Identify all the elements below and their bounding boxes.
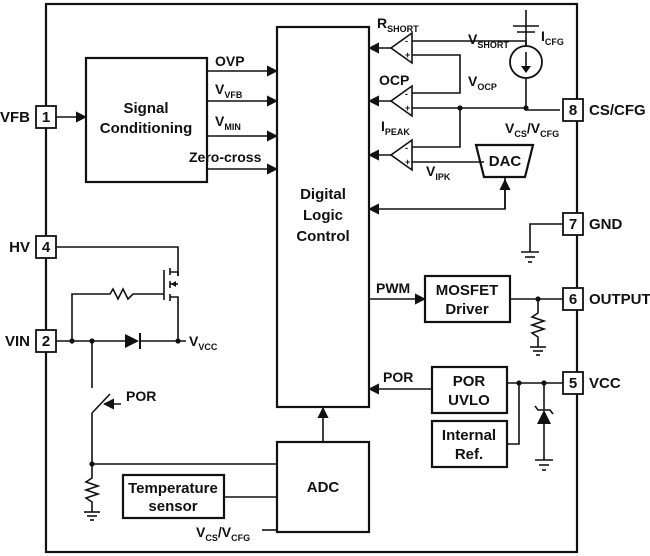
dac-block: DAC xyxy=(474,143,535,179)
mosfet-driver-line2: Driver xyxy=(445,301,489,318)
svg-text:-: - xyxy=(405,89,408,99)
pin-name: VFB xyxy=(0,109,30,126)
ocp-label: OCP xyxy=(379,72,409,88)
chip-outline xyxy=(44,2,579,554)
pin-8-cs-cfg: 8 CS/CFG xyxy=(562,98,646,122)
pwm-label: PWM xyxy=(376,280,410,296)
signal-conditioning-line2: Conditioning xyxy=(100,120,192,137)
ipeak-label: IPEAK xyxy=(381,118,410,137)
vvcc-label: VVCC xyxy=(189,333,218,352)
gate-resistor xyxy=(71,287,164,341)
svg-text:-: - xyxy=(405,143,408,153)
gnd-pin-ground xyxy=(521,223,563,263)
rshort-comparator: - + xyxy=(389,31,413,65)
icfg-label: ICFG xyxy=(541,28,564,47)
por-uvlo-line1: POR xyxy=(453,373,486,390)
pin-6-output: 6 OUTPUT xyxy=(562,287,650,311)
pin-number: 2 xyxy=(42,333,50,350)
icfg-current-source xyxy=(509,10,543,79)
signal-conditioning-block: Signal Conditioning xyxy=(84,56,209,184)
digital-logic-control-block: Digital Logic Control xyxy=(275,25,371,409)
pin-name: VCC xyxy=(589,375,621,392)
vfb-signal-label: VVFB xyxy=(215,81,243,100)
dac-label: DAC xyxy=(489,153,522,170)
vcs-vcfg-bottom-label: VCS/VCFG xyxy=(196,524,250,543)
pin-number: 1 xyxy=(42,109,50,126)
pin-number: 4 xyxy=(42,239,51,256)
pin-2-vin: 2 VIN xyxy=(5,329,57,353)
internal-ref-line2: Ref. xyxy=(455,446,483,463)
ocp-comparator: - + xyxy=(389,84,413,118)
vocp-ref-wire xyxy=(412,54,461,94)
temperature-sensor-line2: sensor xyxy=(148,498,197,515)
digital-logic-line1: Digital xyxy=(300,186,346,203)
pin-number: 5 xyxy=(569,375,577,392)
pin-4-hv: 4 HV xyxy=(9,235,57,259)
vipk-label: VIPK xyxy=(426,163,451,182)
vocp-label: VOCP xyxy=(468,73,497,92)
digital-logic-line2: Logic xyxy=(303,207,343,224)
pin-name: GND xyxy=(589,216,623,233)
pin-name: CS/CFG xyxy=(589,102,646,119)
por-uvlo-block: POR UVLO xyxy=(430,365,509,415)
adc-label: ADC xyxy=(307,479,340,496)
pin-name: OUTPUT xyxy=(589,291,650,308)
vin-divider-resistor xyxy=(83,464,101,521)
ovp-label: OVP xyxy=(215,53,245,69)
hv-startup-mosfet xyxy=(56,246,179,341)
svg-text:+: + xyxy=(405,103,410,113)
digital-logic-line3: Control xyxy=(296,228,349,245)
pin-5-vcc: 5 VCC xyxy=(562,371,621,395)
mosfet-driver-line1: MOSFET xyxy=(436,282,499,299)
temperature-sensor-block: Temperature sensor xyxy=(121,473,226,520)
internal-ref-link-wire xyxy=(507,383,520,445)
por-switch-label: POR xyxy=(126,388,156,404)
mosfet-driver-block: MOSFET Driver xyxy=(423,274,512,324)
por-logic-label: POR xyxy=(383,369,413,385)
zero-cross-label: Zero-cross xyxy=(189,149,262,165)
pin-name: VIN xyxy=(5,333,30,350)
vmin-label: VMIN xyxy=(215,113,241,132)
pin-number: 7 xyxy=(569,216,577,233)
por-switch xyxy=(91,341,111,464)
pin-number: 6 xyxy=(569,291,577,308)
por-uvlo-line2: UVLO xyxy=(448,392,490,409)
svg-text:+: + xyxy=(405,50,410,60)
adc-block: ADC xyxy=(275,440,371,534)
ipeak-comparator: - + xyxy=(389,138,413,172)
rshort-label: RSHORT xyxy=(377,15,419,34)
internal-ref-block: Internal Ref. xyxy=(430,419,509,469)
signal-conditioning-line1: Signal xyxy=(123,100,168,117)
vcc-zener-clamp xyxy=(534,383,554,471)
svg-text:+: + xyxy=(405,157,410,167)
pin-name: HV xyxy=(9,239,30,256)
cs-to-ipeak-wire xyxy=(412,108,461,148)
svg-text:-: - xyxy=(405,36,408,46)
output-pulldown-resistor xyxy=(529,299,547,356)
pin-1-vfb: 1 VFB xyxy=(0,105,57,129)
temperature-sensor-line1: Temperature xyxy=(128,480,218,497)
vshort-label: VSHORT xyxy=(468,31,509,50)
pin-7-gnd: 7 GND xyxy=(562,212,623,236)
vcs-vcfg-right-label: VCS/VCFG xyxy=(505,120,559,139)
pin-number: 8 xyxy=(569,102,577,119)
internal-ref-line1: Internal xyxy=(442,427,496,444)
